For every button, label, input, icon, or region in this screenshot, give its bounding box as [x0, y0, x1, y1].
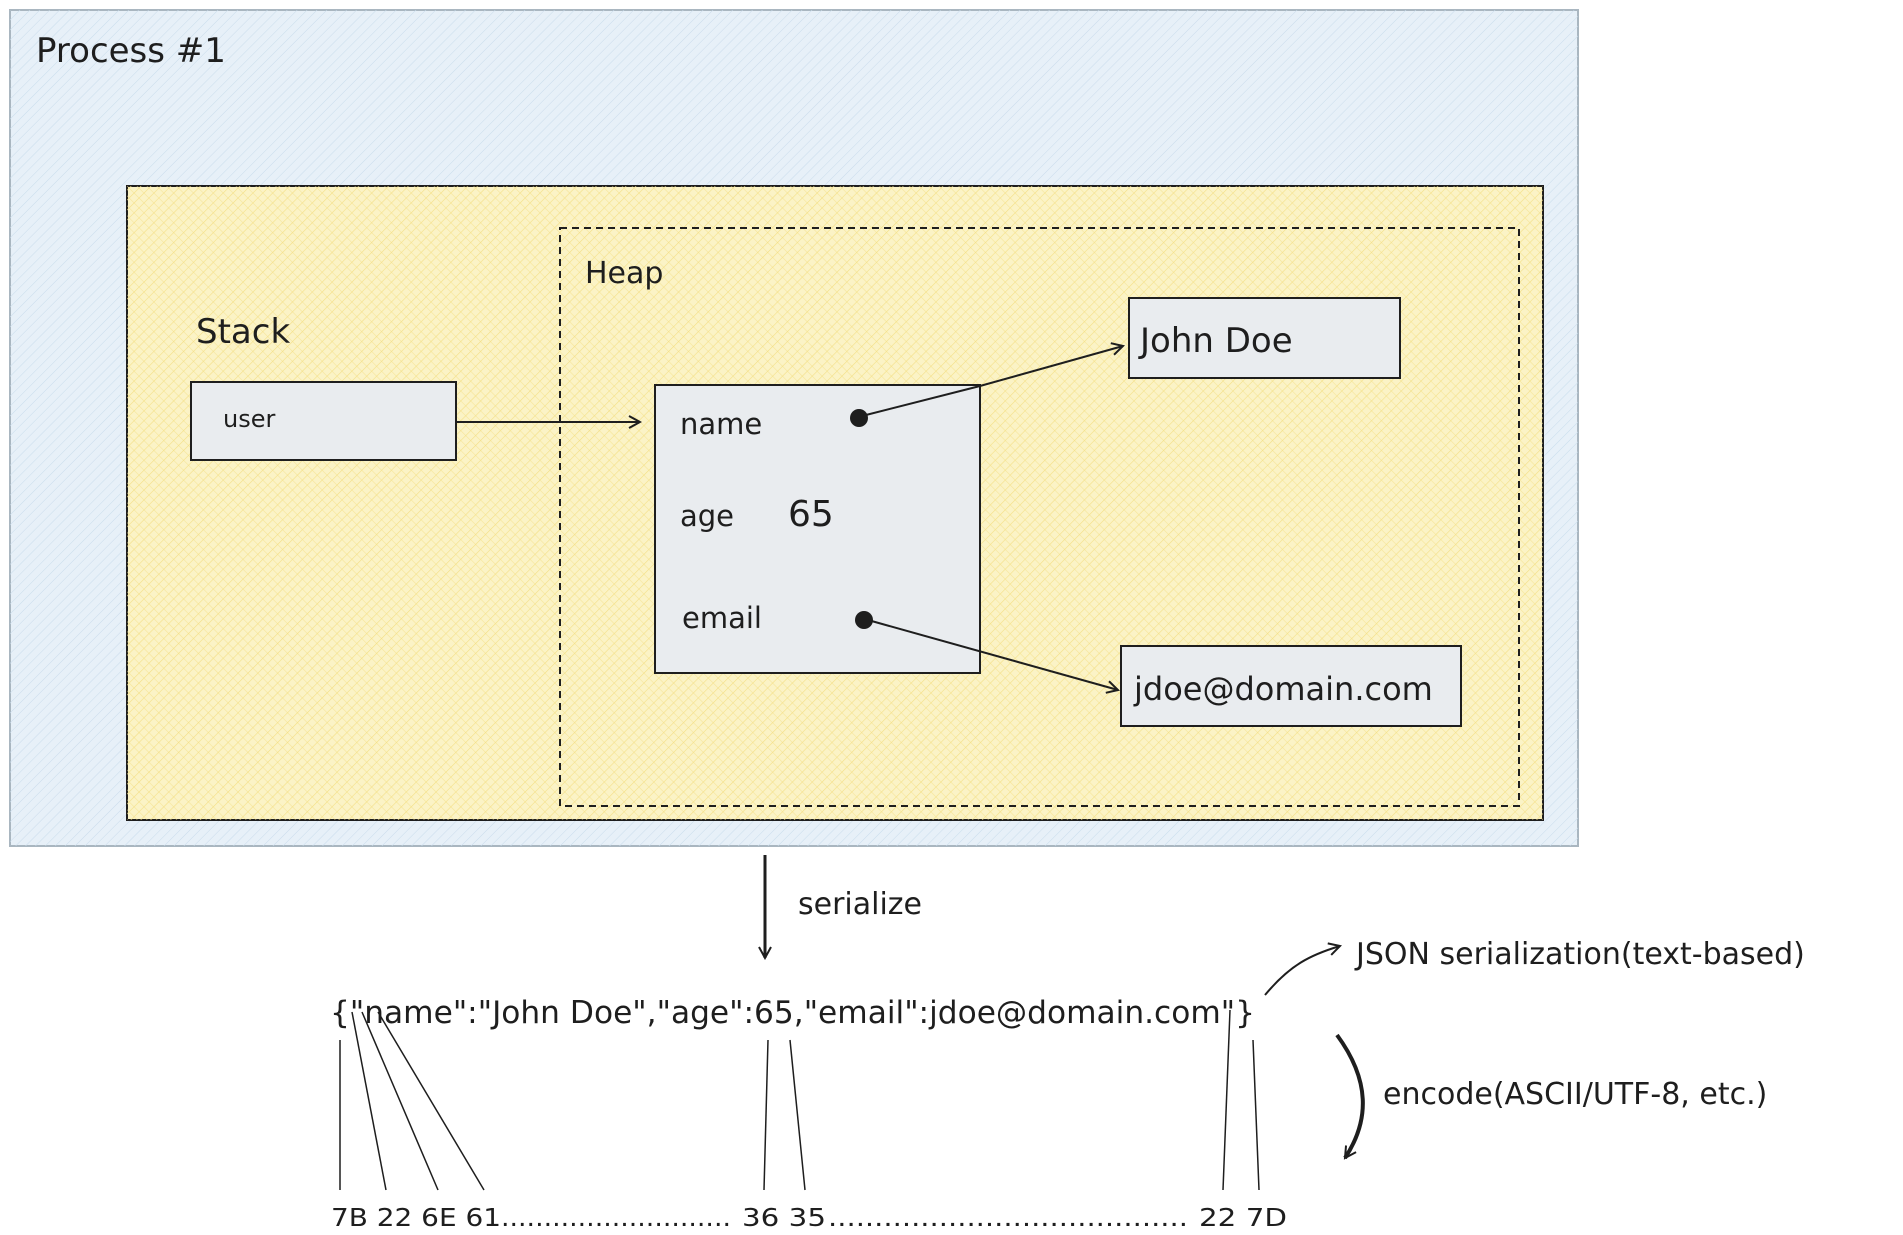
bytes-ellipsis-1: ...........................	[501, 1203, 731, 1232]
heap-boundary	[559, 227, 1520, 807]
stack-variable-label: user	[223, 405, 275, 433]
map-line-quote	[351, 1011, 387, 1191]
object-field-email: email	[682, 601, 762, 635]
bytes-start: 7B 22 6E 61	[331, 1203, 501, 1232]
email-string-box	[1120, 645, 1462, 727]
reference-arrows	[456, 346, 1123, 690]
map-line-a	[377, 1011, 485, 1191]
byte-output: 7B 22 6E 61 ........................... …	[331, 1203, 1287, 1232]
json-string: {"name":"John Doe","age":65,"email":jdoe…	[330, 995, 1255, 1031]
heap-object-box	[654, 384, 981, 674]
name-reference-arrow	[861, 346, 1123, 417]
email-pointer-dot	[855, 611, 873, 629]
json-note-arrow	[1264, 946, 1340, 996]
stack-title: Stack	[196, 312, 290, 352]
stack-region: Stack user	[190, 312, 457, 461]
process-title: Process #1	[36, 31, 226, 71]
json-note: JSON serialization(text-based)	[1354, 937, 1805, 972]
json-output: {"name":"John Doe","age":65,"email":jdoe…	[330, 937, 1805, 1031]
encode-label: encode(ASCII/UTF-8, etc.)	[1383, 1077, 1767, 1112]
map-line-n	[361, 1011, 439, 1191]
encode-step: encode(ASCII/UTF-8, etc.)	[1335, 1033, 1767, 1158]
email-string-value: jdoe@domain.com	[1133, 670, 1433, 708]
name-string-value: John Doe	[1138, 321, 1293, 361]
object-field-name: name	[680, 407, 762, 441]
name-pointer-dot	[850, 409, 868, 427]
map-line-closing-brace	[1252, 1039, 1260, 1191]
bytes-end: 22 7D	[1199, 1203, 1287, 1232]
object-field-age: age	[680, 499, 734, 533]
serialize-step: serialize	[765, 855, 922, 958]
bytes-mid: 36 35	[742, 1203, 826, 1232]
map-line-closing-quote	[1222, 1009, 1231, 1191]
heap-region: Heap name age 65 email John Doe jdoe@dom…	[559, 227, 1520, 807]
stack-variable-box	[190, 381, 457, 461]
map-line-6	[763, 1039, 769, 1191]
byte-mapping-lines	[339, 1009, 1260, 1191]
email-reference-arrow	[867, 619, 1118, 690]
bytes-ellipsis-2: .......................................	[828, 1203, 1188, 1232]
map-line-5	[789, 1039, 806, 1191]
name-string-box	[1128, 297, 1401, 379]
heap-title: Heap	[585, 256, 663, 291]
object-age-value: 65	[788, 494, 834, 535]
encode-arrow	[1335, 1033, 1365, 1158]
serialize-label: serialize	[798, 887, 922, 922]
